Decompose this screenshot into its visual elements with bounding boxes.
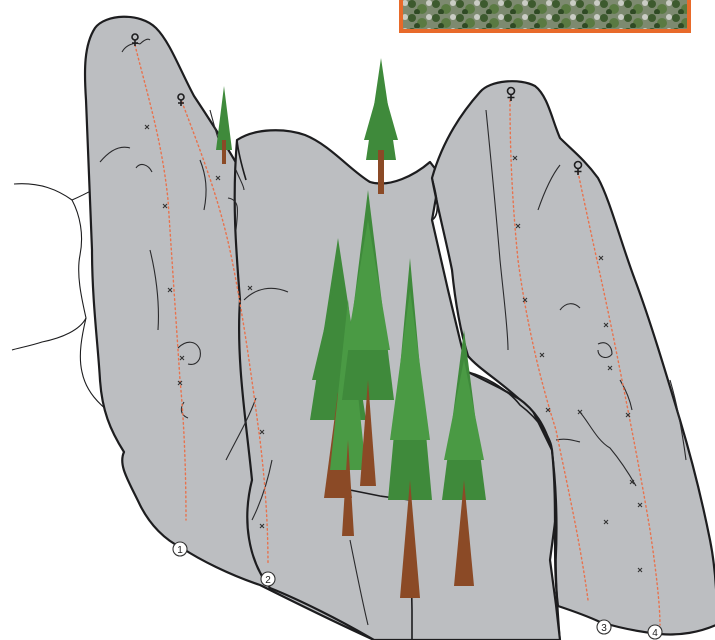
route-number-icon[interactable]: 4 xyxy=(648,625,662,639)
route-number-label: 1 xyxy=(177,545,183,556)
route-number-label: 2 xyxy=(265,575,271,586)
route-number-label: 3 xyxy=(601,623,607,634)
tree-icon xyxy=(364,58,398,194)
route-number-icon[interactable]: 3 xyxy=(597,620,611,634)
route-number-icon[interactable]: 2 xyxy=(261,572,275,586)
route-number-icon[interactable]: 1 xyxy=(173,542,187,556)
route-number-label: 4 xyxy=(652,628,658,639)
photo-thumbnail[interactable] xyxy=(399,0,691,33)
